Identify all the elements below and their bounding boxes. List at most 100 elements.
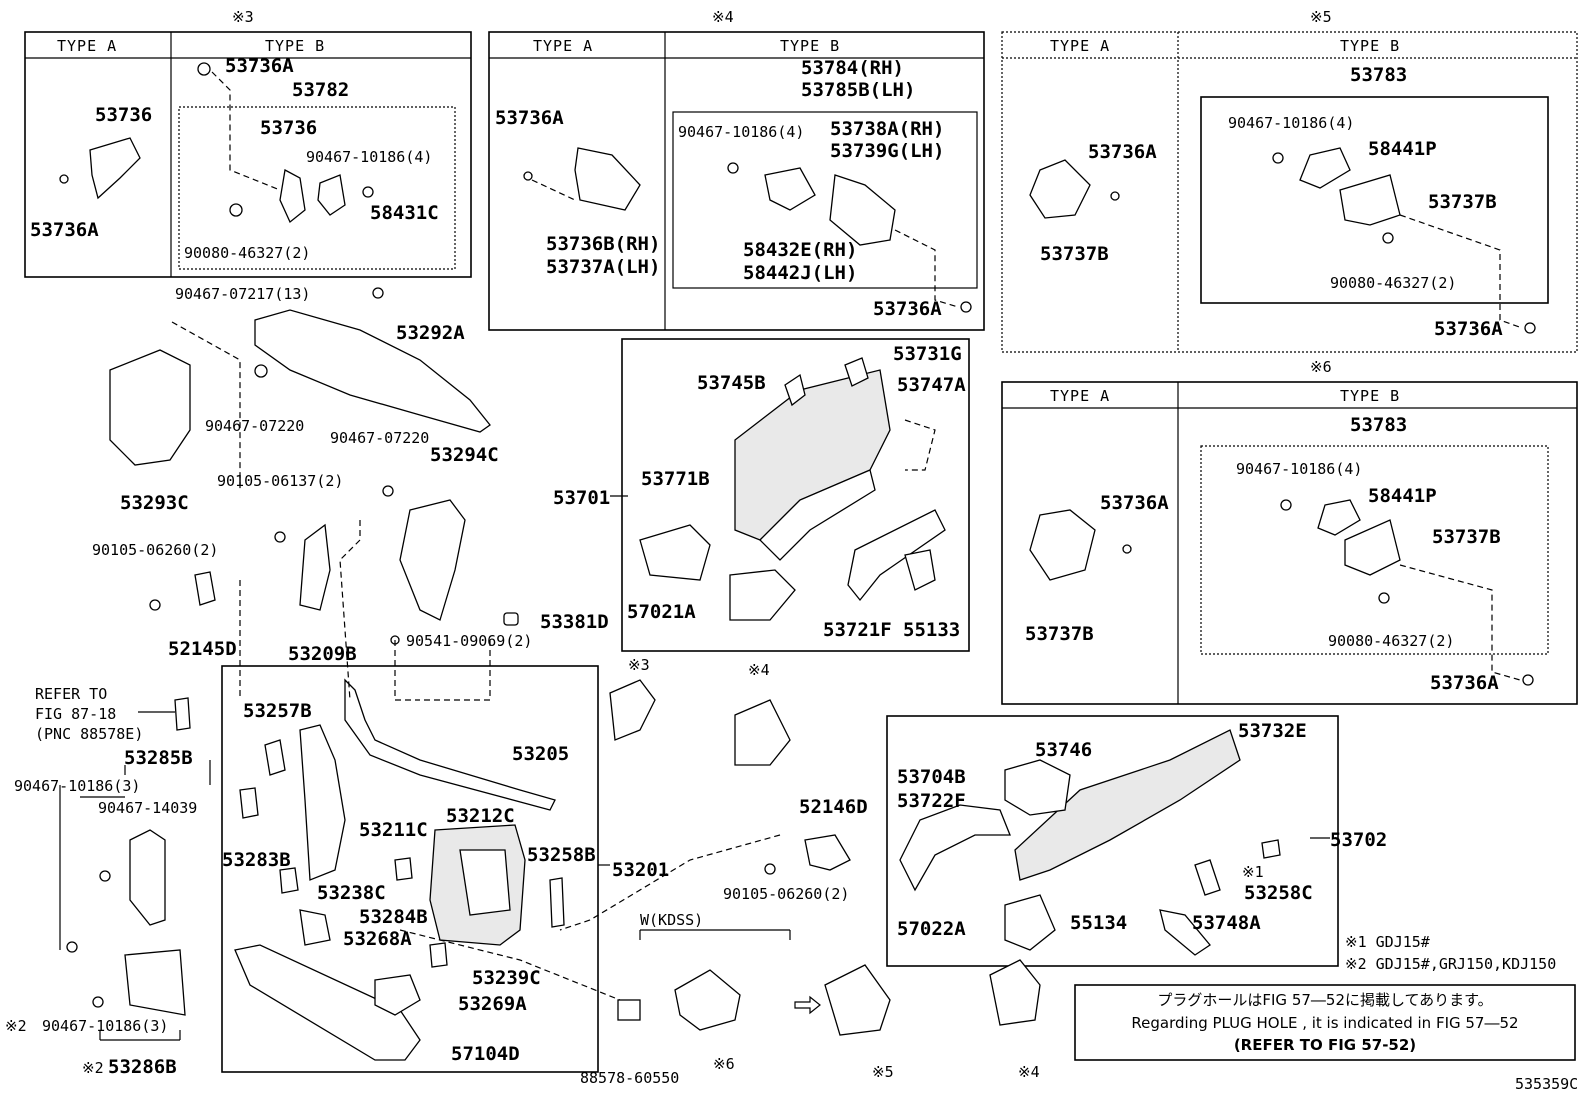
part-label: 53737B [1428, 191, 1497, 213]
plug-hole-note: プラグホールはFIG 57―52に掲載してあります。 Regarding PLU… [1074, 984, 1576, 1061]
part-label: 53201 [612, 859, 669, 881]
part-label: 88578-60550 [580, 1069, 679, 1087]
part-label: 53238C [317, 882, 386, 904]
part-label: 58442J(LH) [743, 262, 857, 284]
part-label: 53746 [1035, 739, 1092, 761]
refer-line: FIG 87-18 [35, 705, 116, 723]
part-label: 53702 [1330, 829, 1387, 851]
mark-6: ※6 [713, 1055, 735, 1073]
mark-3: ※3 [232, 8, 254, 26]
part-label: 53211C [359, 819, 428, 841]
plug-note-jp: プラグホールはFIG 57―52に掲載してあります。 [1157, 991, 1492, 1009]
part-label: 53783 [1350, 64, 1407, 86]
part-label: 53736B(RH) [546, 233, 660, 255]
part-label: 53701 [553, 487, 610, 509]
part-label: 53738A(RH) [830, 118, 944, 140]
part-label: 90080-46327(2) [1330, 274, 1456, 292]
radiator-support-box: 53257B 53205 53212C 53211C 53258B 53201 … [221, 665, 669, 1073]
part-label: 52146D [799, 796, 868, 818]
mark-3: ※3 [628, 656, 650, 674]
part-label: 58441P [1368, 485, 1437, 507]
part-label: 53736A [1434, 318, 1503, 340]
part-label: 53736 [260, 117, 317, 139]
mark-5: ※5 [872, 1063, 894, 1081]
apron-assembly-box: 53731G 53745B 53747A 53701 53771B 57021A… [553, 338, 970, 652]
part-label: 53286B [108, 1056, 177, 1078]
part-label: 53732E [1238, 720, 1307, 742]
part-label: 90467-10186(4) [1236, 460, 1362, 478]
part-label: 53736A [225, 55, 294, 77]
type-b-header: TYPE B [1340, 387, 1400, 405]
part-label: 53747A [897, 374, 966, 396]
part-label: 90105-06137(2) [217, 472, 343, 490]
part-label: 53785B(LH) [801, 79, 915, 101]
part-label: 57021A [627, 601, 696, 623]
type-b-header: TYPE B [265, 37, 325, 55]
part-label: 53283B [222, 849, 291, 871]
plug-note-en: Regarding PLUG HOLE , it is indicated in… [1131, 1014, 1518, 1032]
part-label: 53782 [292, 79, 349, 101]
part-label: 53284B [359, 906, 428, 928]
part-label: 53737B [1025, 623, 1094, 645]
part-label: 53209B [288, 643, 357, 665]
part-label: 53212C [446, 805, 515, 827]
part-label: 53771B [641, 468, 710, 490]
part-label: 53736A [30, 219, 99, 241]
part-label: 57022A [897, 918, 966, 940]
mark-6: ※6 [1310, 358, 1332, 376]
part-label: 90080-46327(2) [184, 244, 310, 262]
part-label: 90467-07217(13) [175, 285, 310, 303]
type-b-header: TYPE B [1340, 37, 1400, 55]
mark-4: ※4 [712, 8, 734, 26]
part-label: 90467-10186(4) [678, 123, 804, 141]
mark-1-inline: ※1 [1242, 863, 1264, 881]
mark-2: ※2 [82, 1059, 104, 1077]
part-label: 53737B [1040, 243, 1109, 265]
plug-note-ref: (REFER TO FIG 57-52) [1234, 1036, 1416, 1054]
part-label: 53745B [697, 372, 766, 394]
diagram-code: 535359C [1515, 1075, 1578, 1093]
part-label: 53736A [1430, 672, 1499, 694]
part-label: 58431C [370, 202, 439, 224]
type-a-header: TYPE A [1050, 387, 1110, 405]
part-label: 53258B [527, 844, 596, 866]
part-label: 53736A [1100, 492, 1169, 514]
footnotes: ※1 GDJ15# ※2 GDJ15#,GRJ150,KDJ150 [1345, 933, 1556, 973]
part-label: 90467-07220 [330, 429, 429, 447]
mark-2: ※2 [5, 1017, 27, 1035]
part-label: W(KDSS) [640, 911, 703, 929]
part-label: 58441P [1368, 138, 1437, 160]
part-label: 53292A [396, 322, 465, 344]
type-a-header: TYPE A [533, 37, 593, 55]
part-label: 53294C [430, 444, 499, 466]
part-label: 90541-09069(2) [406, 632, 532, 650]
part-label: 90467-07220 [205, 417, 304, 435]
refer-line: REFER TO [35, 685, 107, 703]
part-label: 53784(RH) [801, 57, 904, 79]
part-label: 53737B [1432, 526, 1501, 548]
part-label: 53269A [458, 993, 527, 1015]
type-b-header: TYPE B [780, 37, 840, 55]
part-label: 53721F [823, 619, 892, 641]
mark-4: ※4 [748, 661, 770, 679]
part-label: 90467-14039 [98, 799, 197, 817]
type-a-header: TYPE A [57, 37, 117, 55]
part-label: 53258C [1244, 882, 1313, 904]
refer-line: (PNC 88578E) [35, 725, 143, 743]
loose-parts: 90467-07217(13) 53292A 90467-07220 90467… [5, 285, 1041, 1087]
part-label: 58432E(RH) [743, 239, 857, 261]
part-label: 53381D [540, 611, 609, 633]
mark-5: ※5 [1310, 8, 1332, 26]
mark-4: ※4 [1018, 1063, 1040, 1081]
part-label: 90105-06260(2) [92, 541, 218, 559]
footnote-2: ※2 GDJ15#,GRJ150,KDJ150 [1345, 955, 1556, 973]
apron-assembly-box-lh: 53746 53732E 53704B 53722F 53702 ※1 5325… [886, 715, 1387, 967]
part-label: 53257B [243, 700, 312, 722]
part-label: 53722F [897, 790, 966, 812]
part-label: 90467-10186(3) [42, 1017, 168, 1035]
part-label: 53736 [95, 104, 152, 126]
part-label: 53285B [124, 747, 193, 769]
footnote-1: ※1 GDJ15# [1345, 933, 1430, 951]
variant-box-6: ※6 TYPE A TYPE B 53736A 53737B 53783 904… [1001, 358, 1578, 705]
